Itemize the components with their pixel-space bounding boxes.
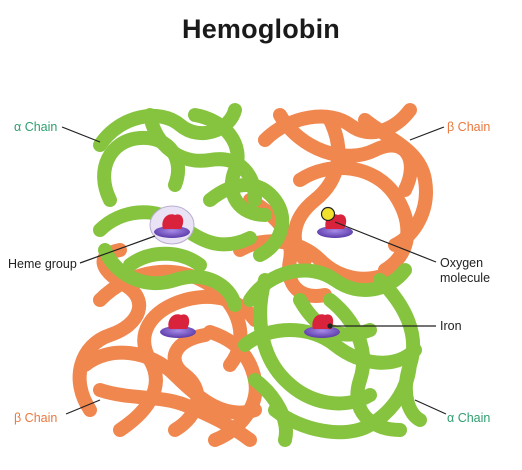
oxygen-molecule xyxy=(320,206,336,222)
alpha-chain-top-left xyxy=(93,103,290,312)
label-heme-group: Heme group xyxy=(8,257,77,271)
heme-group-bottom-left xyxy=(160,314,196,338)
label-iron: Iron xyxy=(440,319,462,333)
label-alpha-chain-top: α Chain xyxy=(14,120,58,134)
heme-group-top-left xyxy=(154,214,190,238)
leader-beta-top xyxy=(409,126,445,141)
heme-red-unit xyxy=(162,214,184,229)
heme-group-bottom-right xyxy=(304,314,340,338)
label-alpha-chain-bottom: α Chain xyxy=(447,411,491,425)
leader-heme-group xyxy=(79,235,156,264)
label-oxygen-line1: Oxygen xyxy=(440,256,484,270)
heme-red-unit xyxy=(168,314,190,329)
heme-group-top-right xyxy=(317,206,353,238)
diagram-title: Hemoglobin xyxy=(182,14,340,44)
leader-alpha-top xyxy=(61,126,101,143)
leader-oxygen xyxy=(334,221,437,263)
leader-beta-bottom xyxy=(65,399,101,415)
alpha-chain-bottom-right xyxy=(238,263,427,447)
label-beta-chain-top: β Chain xyxy=(447,120,491,134)
label-oxygen-line2: molecule xyxy=(440,271,491,285)
label-beta-chain-bottom: β Chain xyxy=(14,411,58,425)
leader-alpha-bottom xyxy=(414,399,447,415)
leader-lines xyxy=(61,126,447,415)
